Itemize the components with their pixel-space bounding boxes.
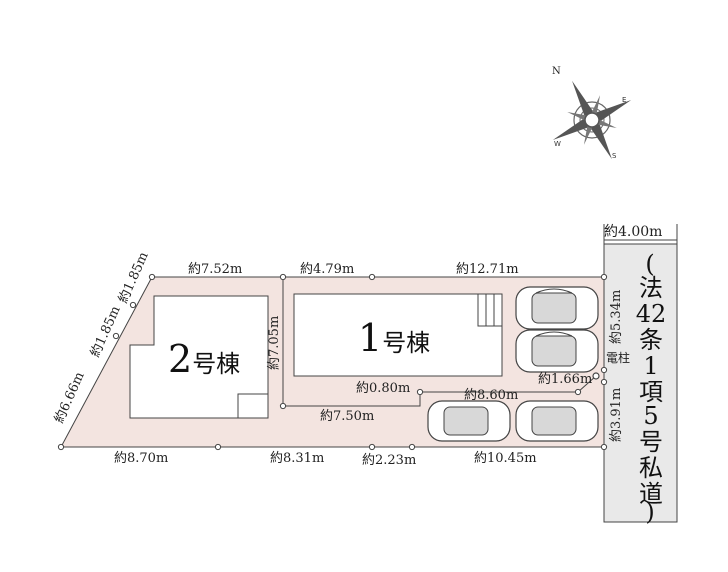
dim-top-4-79: 約4.79m xyxy=(300,262,354,277)
dim-mid-7-50: 約7.50m xyxy=(320,409,374,424)
road-char-1: 法 xyxy=(639,274,663,302)
compass-rose-icon: N E S W xyxy=(552,66,632,160)
compass-n: N xyxy=(552,66,561,77)
internal-boundary xyxy=(282,277,597,407)
road-char-9: 道 xyxy=(639,480,663,508)
dim-top-12-71: 約12.71m xyxy=(456,262,519,277)
utility-pole-label: 電柱 xyxy=(606,350,630,365)
road-char-10: ) xyxy=(645,498,654,526)
building-2 xyxy=(129,295,269,419)
utility-pole-icon xyxy=(592,372,600,380)
road-char-6: 5 xyxy=(643,402,658,430)
building-1 xyxy=(293,293,503,377)
road-char-0: ( xyxy=(645,250,654,278)
dim-right-3-91: 約3.91m xyxy=(609,388,624,442)
car-icon xyxy=(515,329,599,373)
dim-bot-10-45: 約10.45m xyxy=(474,451,537,466)
road-char-7: 号 xyxy=(639,428,663,456)
compass-s: S xyxy=(612,152,617,160)
road-width-label: 約4.00m xyxy=(604,224,662,240)
boundary-markers xyxy=(57,273,608,451)
dim-bot-2-23: 約2.23m xyxy=(362,453,416,468)
road-char-2: 42 xyxy=(636,300,667,328)
car-icon xyxy=(515,400,599,442)
dim-right-5-34: 約5.34m xyxy=(609,290,624,344)
dim-right-1-66: 約1.66m xyxy=(538,372,592,387)
road-char-4: 1 xyxy=(643,352,658,380)
road-char-3: 条 xyxy=(639,326,663,354)
road-char-5: 項 xyxy=(639,378,663,406)
car-icon xyxy=(427,400,511,442)
compass-e: E xyxy=(622,96,626,104)
car-icon xyxy=(515,286,599,330)
dim-mid-0-80: 約0.80m xyxy=(356,381,410,396)
building-1-label: 1号棟 xyxy=(358,316,430,360)
road-name: ( 法 42 条 1 項 5 号 私 道 ) xyxy=(636,250,667,526)
dim-bot-8-70: 約8.70m xyxy=(114,451,168,466)
dim-mid-7-05: 約7.05m xyxy=(267,316,282,370)
dim-top-7-52: 約7.52m xyxy=(188,262,242,277)
dim-bot-8-31: 約8.31m xyxy=(270,451,324,466)
dim-mid-8-60: 約8.60m xyxy=(464,388,518,403)
road-char-8: 私 xyxy=(639,454,663,482)
compass-w: W xyxy=(554,140,561,148)
building-2-label: 2号棟 xyxy=(168,337,240,381)
